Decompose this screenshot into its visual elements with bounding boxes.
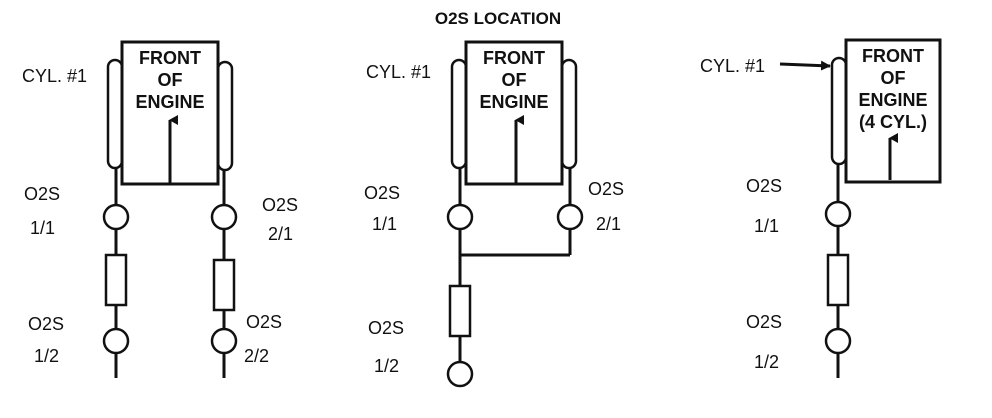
exhaust-manifold-left [106,58,124,170]
engine-label-line1: FRONT [139,48,201,68]
diagram-4-cylinder: CYL. #1 FRONT OF ENGINE (4 CYL.) O2S 1/1… [700,38,942,378]
catalytic-converter-left [104,253,128,307]
sensor-label: O2S [28,314,64,334]
sensor-position: 2/1 [268,224,293,244]
sensor-label: O2S [588,179,624,199]
exhaust-manifold-left [450,58,468,170]
engine-block [464,40,564,186]
sensor-position: 1/2 [34,346,59,366]
cyl-label: CYL. #1 [700,56,765,76]
sensor-label: O2S [746,176,782,196]
catalytic-converter [826,253,850,307]
cyl-label: CYL. #1 [366,62,431,82]
sensor-position: 1/2 [754,352,779,372]
cyl-label: CYL. #1 [22,66,87,86]
o2s-sensor-1-2 [446,360,474,388]
o2s-sensor-1-1 [102,203,130,231]
catalytic-converter [448,284,472,338]
o2s-sensor-1-2 [102,327,130,355]
sensor-position: 2/2 [244,346,269,366]
sensor-position: 1/1 [30,218,55,238]
engine-label-line4: (4 CYL.) [859,112,927,132]
cyl-pointer-arrow [779,60,831,71]
engine-label-line3: ENGINE [135,92,204,112]
sensor-position: 2/1 [596,214,621,234]
exhaust-manifold-right [216,60,234,172]
sensor-label: O2S [262,195,298,215]
engine-label-line2: OF [502,70,527,90]
o2s-sensor-2-2 [210,327,238,355]
o2s-sensor-1-1 [446,203,474,231]
page-title: O2S LOCATION [435,9,561,28]
diagram-v-engine-dual: CYL. #1 FRONT OF ENGINE O2S 1/1 O2S 2/1 … [22,40,298,378]
engine-label-line2: OF [881,68,906,88]
sensor-label: O2S [368,318,404,338]
sensor-position: 1/1 [372,214,397,234]
sensor-position: 1/1 [754,216,779,236]
o2s-sensor-2-1 [210,203,238,231]
engine-label-line2: OF [158,70,183,90]
o2s-sensor-2-1 [556,203,584,231]
engine-label-line3: ENGINE [858,90,927,110]
sensor-label: O2S [746,312,782,332]
sensor-label: O2S [24,184,60,204]
o2s-sensor-1-2 [824,327,852,355]
engine-label-line3: ENGINE [479,92,548,112]
diagram-v-engine-single: CYL. #1 FRONT OF ENGINE O2S 1/1 O2S 2/1 … [364,40,624,388]
engine-label-line1: FRONT [483,48,545,68]
sensor-position: 1/2 [374,356,399,376]
catalytic-converter-right [212,258,236,312]
exhaust-manifold-right [560,58,578,170]
exhaust-manifold [830,56,848,166]
sensor-label: O2S [364,183,400,203]
engine-label-line1: FRONT [862,46,924,66]
engine-block [844,38,942,184]
sensor-label: O2S [246,312,282,332]
o2s-sensor-1-1 [824,200,852,228]
